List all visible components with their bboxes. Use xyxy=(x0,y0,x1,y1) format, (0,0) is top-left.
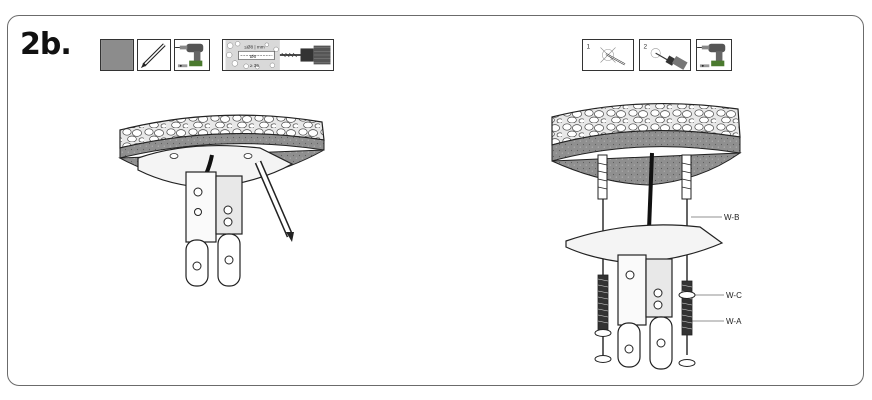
drill-spec-mid: Ø6 xyxy=(250,54,257,59)
marking-illustration xyxy=(100,100,340,300)
drill-bit-spec-icon: ≤Ø8 | mm Ø6 ≥ 35 xyxy=(222,39,334,71)
step-number: 2b. xyxy=(20,27,72,62)
power-drill-icon xyxy=(174,39,210,71)
drill-step-number: 2 xyxy=(643,43,647,50)
mark-step-number: 1 xyxy=(586,43,590,50)
mounting-illustration: W-B W-C W-A xyxy=(540,95,760,380)
label-wa: W-A xyxy=(726,317,742,326)
pencil-icon xyxy=(137,39,171,71)
label-wb: W-B xyxy=(724,213,739,222)
power-drill-icon xyxy=(696,39,732,71)
drill-step-icon: 2 xyxy=(639,39,691,71)
label-wc: W-C xyxy=(726,291,742,300)
ceiling-surface-icon xyxy=(100,39,134,71)
mark-step-icon: 1 xyxy=(582,39,634,71)
drill-spec-bottom: ≥ 35 xyxy=(250,63,259,68)
drill-spec-top: ≤Ø8 | mm xyxy=(244,44,264,49)
instruction-panel: 2b. xyxy=(7,15,864,386)
